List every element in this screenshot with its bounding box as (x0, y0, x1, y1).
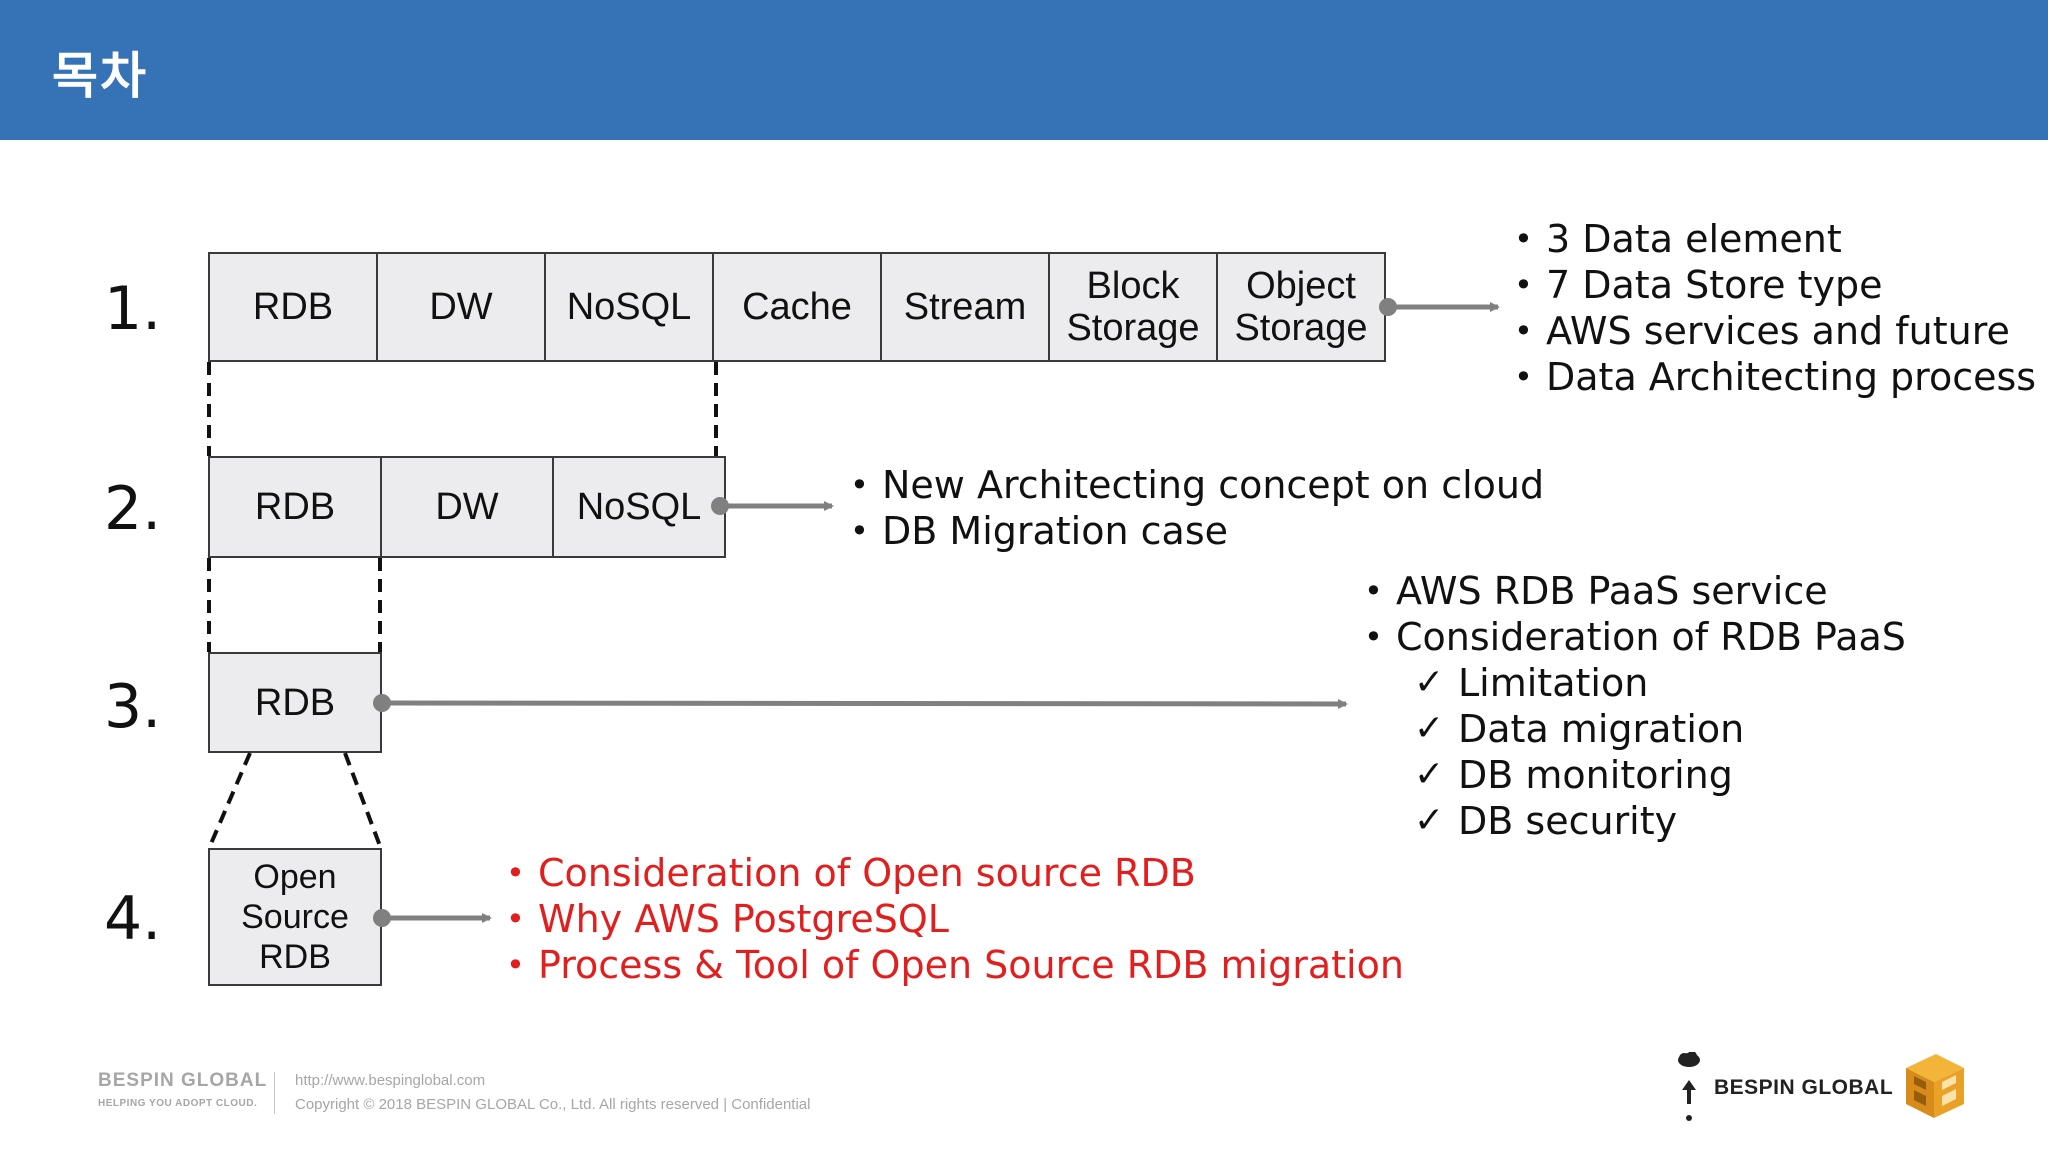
bullet-item: Why AWS PostgreSQL (506, 896, 1404, 942)
notes-row-2: New Architecting concept on cloud DB Mig… (850, 462, 1544, 554)
cell-block-storage: Block Storage (1048, 252, 1218, 362)
footer-copyright: Copyright © 2018 BESPIN GLOBAL Co., Ltd.… (295, 1096, 811, 1113)
bullet-item: 7 Data Store type (1514, 262, 2036, 308)
page-title: 목차 (52, 47, 148, 105)
cloud-arrow-icon (1678, 1052, 1700, 1121)
footer-logo-text: BESPIN GLOBAL (1714, 1076, 1894, 1099)
row-2-boxes: RDB DW NoSQL (208, 456, 726, 558)
cell-rdb: RDB (208, 652, 382, 753)
arrow-row-3 (381, 698, 1348, 709)
check-item: Data migration (1364, 706, 1906, 752)
arrow-origin-dot (373, 694, 391, 712)
footer-url[interactable]: http://www.bespinglobal.com (295, 1072, 486, 1089)
cell-nosql: NoSQL (552, 456, 726, 558)
notes-row-3: AWS RDB PaaS service Consideration of RD… (1364, 568, 1906, 844)
arrow-origin-dot (711, 497, 729, 515)
check-item: DB monitoring (1364, 752, 1906, 798)
cell-dw: DW (380, 456, 554, 558)
row-1-boxes: RDB DW NoSQL Cache Stream Block Storage … (208, 252, 1386, 362)
cube-logo-icon (1906, 1054, 1964, 1118)
bullet-item: 3 Data element (1514, 216, 2036, 262)
bullet-item: AWS services and future (1514, 308, 2036, 354)
row-3-boxes: RDB (208, 652, 382, 753)
dashed-connector (343, 752, 382, 847)
cell-object-storage: Object Storage (1216, 252, 1386, 362)
row-number-1: 1. (104, 274, 162, 344)
title-bar: 목차 (0, 0, 2048, 140)
cell-rdb: RDB (208, 252, 378, 362)
notes-row-1: 3 Data element 7 Data Store type AWS ser… (1514, 216, 2036, 400)
bullet-item: New Architecting concept on cloud (850, 462, 1544, 508)
footer: BESPIN GLOBAL HELPING YOU ADOPT CLOUD. h… (0, 1050, 2048, 1152)
cell-cache: Cache (712, 252, 882, 362)
bullet-item: Process & Tool of Open Source RDB migrat… (506, 942, 1404, 988)
arrow-origin-dot (1379, 298, 1397, 316)
check-item: Limitation (1364, 660, 1906, 706)
cell-open-source-rdb: Open Source RDB (208, 848, 382, 986)
footer-divider (274, 1072, 275, 1114)
footer-brand: BESPIN GLOBAL (98, 1070, 268, 1091)
row-number-4: 4. (104, 884, 162, 954)
check-item: DB security (1364, 798, 1906, 844)
dashed-connector (208, 752, 252, 847)
footer-tagline: HELPING YOU ADOPT CLOUD. (98, 1098, 258, 1109)
row-number-2: 2. (104, 474, 162, 544)
bullet-item: Data Architecting process (1514, 354, 2036, 400)
bullet-item: Consideration of Open source RDB (506, 850, 1404, 896)
cell-stream: Stream (880, 252, 1050, 362)
bullet-item: DB Migration case (850, 508, 1544, 554)
notes-row-4: Consideration of Open source RDB Why AWS… (506, 850, 1404, 988)
row-number-3: 3. (104, 672, 162, 742)
bullet-item: AWS RDB PaaS service (1364, 568, 1906, 614)
cell-nosql: NoSQL (544, 252, 714, 362)
row-4-boxes: Open Source RDB (208, 848, 382, 986)
cell-rdb: RDB (208, 456, 382, 558)
arrow-origin-dot (373, 909, 391, 927)
bullet-item: Consideration of RDB PaaS (1364, 614, 1906, 660)
